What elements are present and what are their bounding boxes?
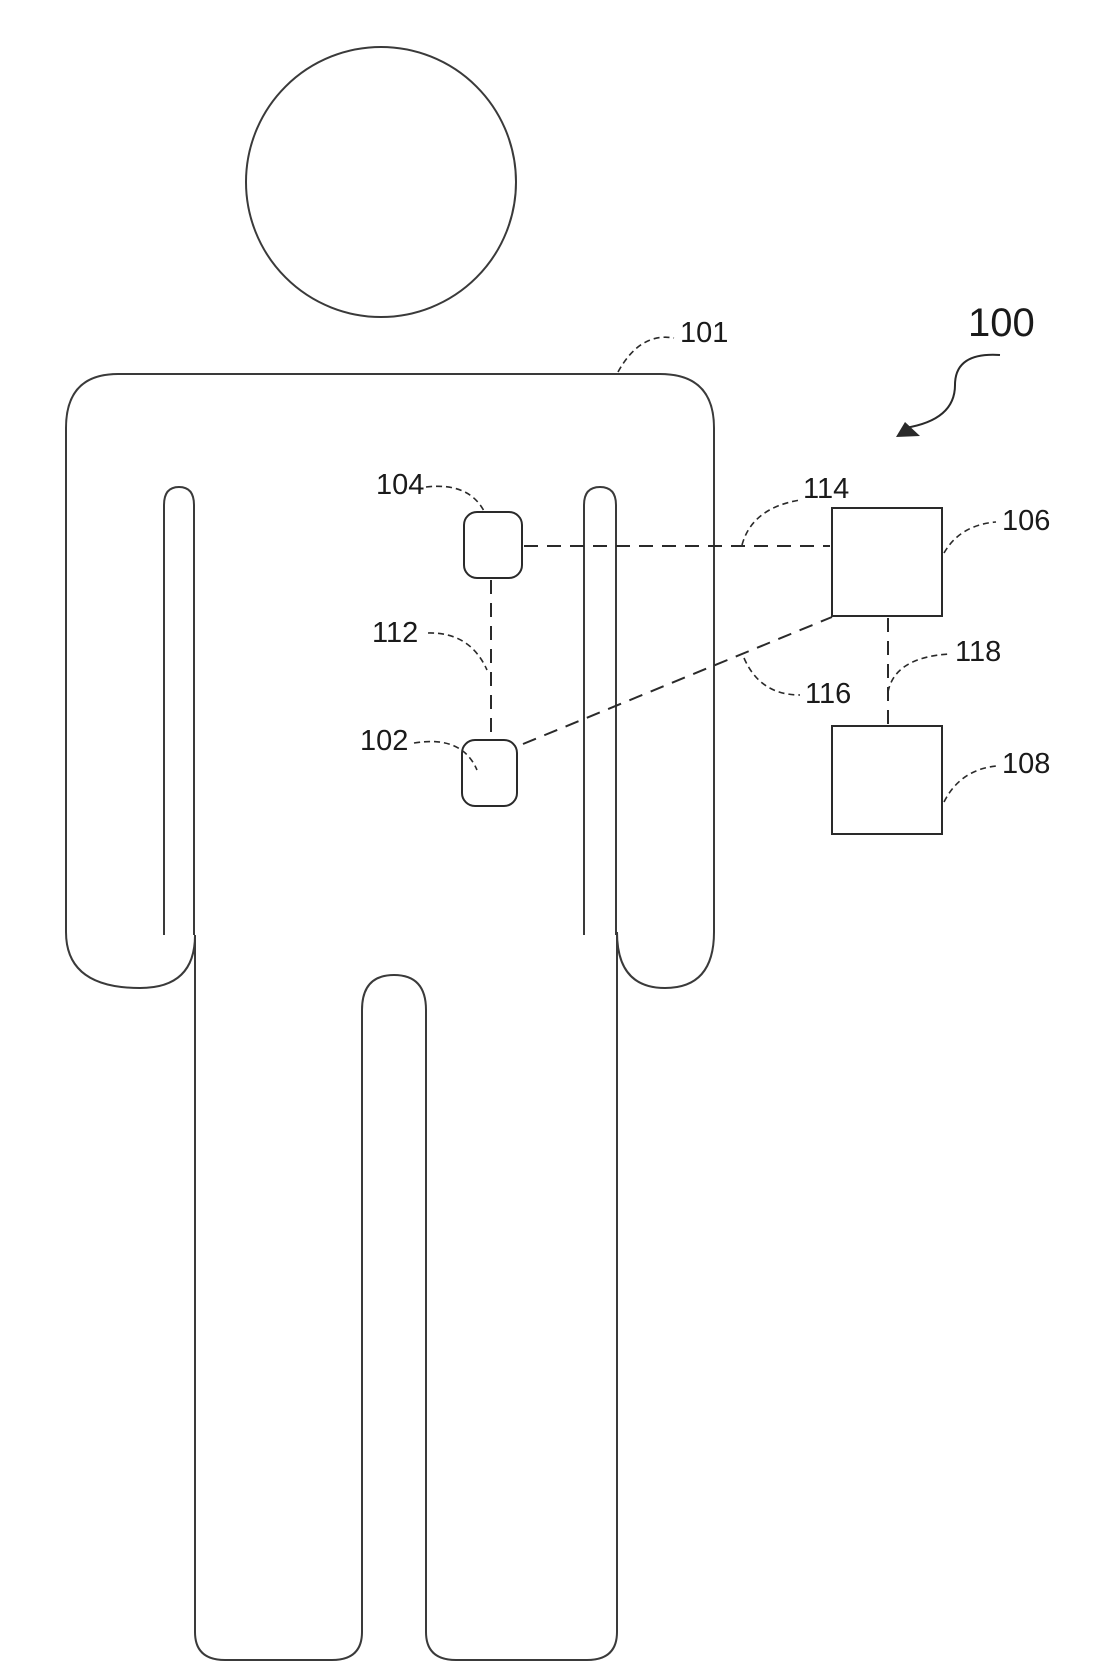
device-108-box [832,726,942,834]
leader-116 [744,658,800,695]
label-116: 116 [805,678,851,710]
system-arrow-line [905,355,1000,428]
device-106-box [832,508,942,616]
leader-104 [426,486,485,513]
label-112: 112 [372,617,418,649]
label-100: 100 [968,301,1035,345]
sensor-102-box [462,740,517,806]
leader-114 [742,500,800,545]
leader-118 [888,654,950,692]
left-arm-gap [164,487,194,935]
label-108: 108 [1002,748,1050,780]
link-116 [523,617,832,744]
leader-101 [618,337,674,372]
right-arm-gap [584,487,616,935]
label-106: 106 [1002,505,1050,537]
leader-108 [944,766,996,802]
system-arrow-head [896,422,920,437]
label-118: 118 [955,636,1001,668]
label-102: 102 [360,725,408,757]
label-101: 101 [680,317,728,349]
leader-106 [944,522,996,553]
label-104: 104 [376,469,424,501]
leader-112 [428,633,487,670]
label-114: 114 [803,473,849,505]
head-outline [246,47,516,317]
sensor-104-box [464,512,522,578]
